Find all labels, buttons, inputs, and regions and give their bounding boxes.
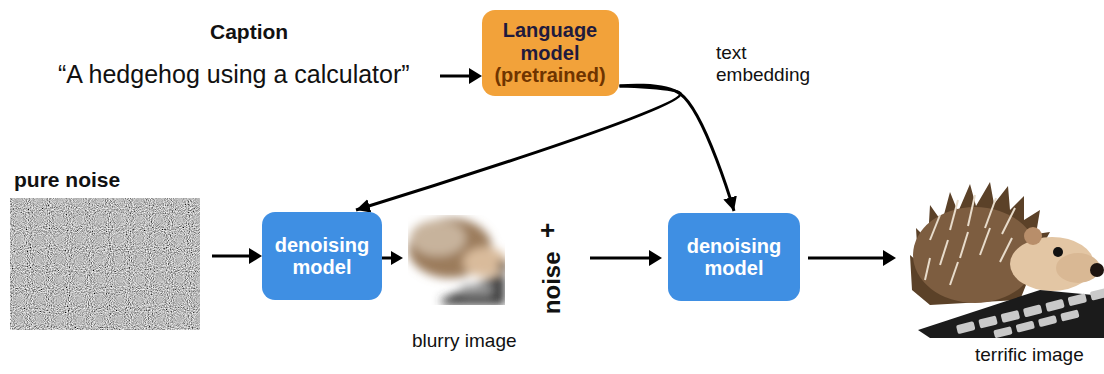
embedding-arrow [356, 86, 681, 210]
box-title: denoising model [678, 235, 790, 280]
language-model-box: Language model(pretrained) [482, 10, 619, 96]
blurry-image [408, 215, 505, 305]
box-subtitle: (pretrained) [492, 64, 609, 86]
image-label: terrific image [975, 344, 1084, 366]
box-title: denoising model [272, 234, 372, 279]
noise-image [10, 198, 200, 330]
caption-text: “A hedgehog using a calculator” [58, 60, 410, 89]
image-label: blurry image [412, 330, 517, 352]
section-heading: pure noise [14, 168, 120, 192]
operator-symbol: + [540, 216, 555, 246]
section-heading: Caption [210, 20, 288, 44]
image-label: noise [538, 232, 566, 332]
denoising-model-box: denoising model [262, 212, 382, 300]
denoising-model-box: denoising model [668, 213, 800, 301]
embedding-arrow [620, 85, 735, 211]
edge-note: text embedding [716, 42, 820, 86]
terrific-image [905, 172, 1104, 338]
box-title: Language model [492, 19, 609, 64]
